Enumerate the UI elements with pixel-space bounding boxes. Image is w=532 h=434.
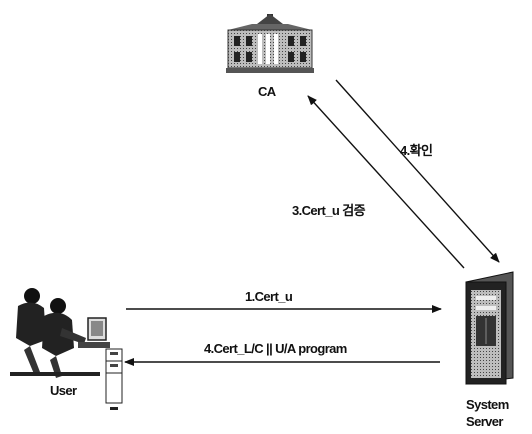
server-label-line2: Server <box>466 414 503 429</box>
arrow-verify <box>307 95 465 269</box>
verify-label: 3.Cert_u 검증 <box>292 203 366 218</box>
user-pc-tower-icon <box>105 348 123 410</box>
server-icon <box>465 271 514 385</box>
confirm-label: 4.확인 <box>400 143 433 158</box>
ca-label: CA <box>258 84 276 99</box>
server-label-line1: System <box>466 397 509 412</box>
user-icon <box>10 288 110 378</box>
ca-building-icon <box>226 14 314 73</box>
cert-u-label: 1.Cert_u <box>245 289 293 304</box>
user-label: User <box>50 383 77 398</box>
cert-lc-label: 4.Cert_L/C || U/A program <box>204 341 347 356</box>
arrow-confirm <box>335 79 500 263</box>
